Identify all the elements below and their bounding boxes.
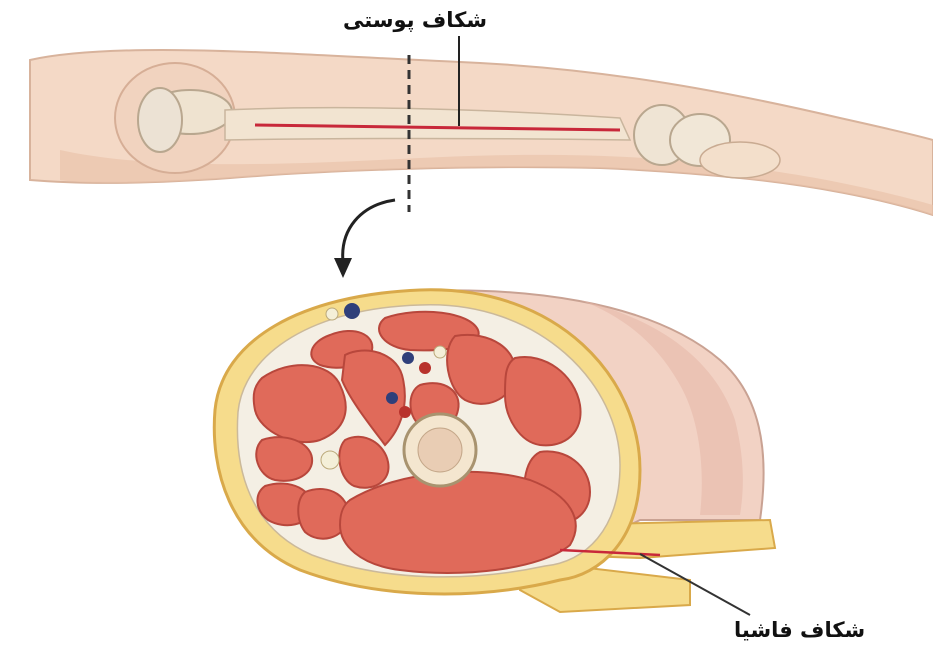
artery-posterior <box>399 406 411 418</box>
artery-anterior <box>419 362 431 374</box>
curved-arrow-icon <box>334 200 395 278</box>
heel-bone <box>700 142 780 178</box>
vein-posterior <box>386 392 398 404</box>
leg-side-view <box>30 36 933 215</box>
nerve-superficial <box>326 308 338 320</box>
nerve-lateral <box>321 451 339 469</box>
muscle-soleus <box>340 472 576 573</box>
vein-superficial <box>344 303 360 319</box>
skin-incision-label: شکاف پوستی <box>343 10 487 31</box>
muscle-lateral-2 <box>256 437 312 481</box>
nerve-anterior <box>434 346 446 358</box>
tibia-marrow <box>418 428 462 472</box>
vein-anterior <box>402 352 414 364</box>
knee-joint <box>138 88 182 152</box>
leg-cross-section <box>214 290 775 615</box>
fascia-incision-label: شکاف فاشیا <box>734 620 865 641</box>
